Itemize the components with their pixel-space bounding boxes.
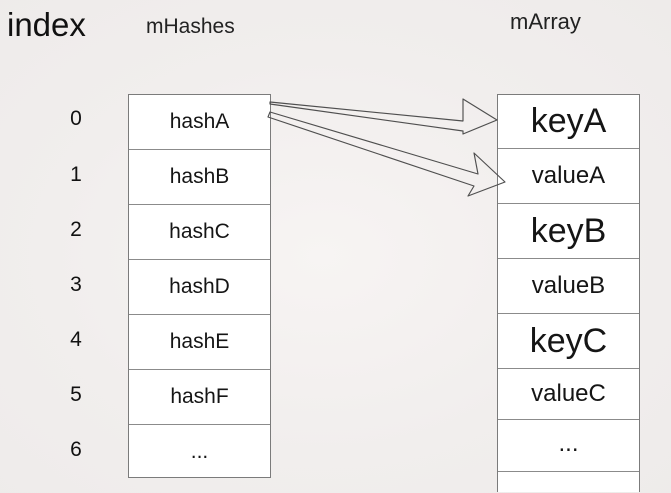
- array-cell-0: keyA: [530, 102, 607, 140]
- array-cell-7: [498, 471, 639, 493]
- marray-table: keyA valueA keyB valueB keyC valueC ...: [497, 94, 640, 492]
- index-label-6: 6: [70, 438, 82, 461]
- hash-cell-3: hashD: [129, 259, 270, 314]
- hash-cell-1: hashB: [129, 149, 270, 204]
- arrow-to-key-a: [269, 98, 498, 135]
- array-cell-1: valueA: [498, 148, 639, 203]
- marray-header: mArray: [510, 9, 581, 34]
- mhashes-table: hashA hashB hashC hashD hashE hashF ...: [128, 94, 271, 478]
- hash-cell-4: hashE: [129, 314, 270, 369]
- index-label-0: 0: [70, 107, 82, 130]
- index-label-3: 3: [70, 273, 82, 296]
- hash-cell-2: hashC: [129, 204, 270, 259]
- index-label-4: 4: [70, 328, 82, 351]
- hash-cell-6: ...: [129, 424, 270, 479]
- index-label-2: 2: [70, 218, 82, 241]
- array-cell-3: valueB: [498, 258, 639, 313]
- array-cell-2: keyB: [498, 203, 639, 258]
- hash-cell-5: hashF: [129, 369, 270, 424]
- array-cell-6: ...: [498, 419, 639, 471]
- arrow-to-value-a: [267, 111, 506, 197]
- hash-cell-0: hashA: [169, 110, 230, 133]
- index-label-1: 1: [70, 163, 82, 186]
- index-label-5: 5: [70, 383, 82, 406]
- index-header: index: [7, 6, 86, 43]
- array-cell-4: keyC: [498, 313, 639, 368]
- mhashes-header: mHashes: [146, 15, 235, 38]
- array-cell-5: valueC: [498, 368, 639, 419]
